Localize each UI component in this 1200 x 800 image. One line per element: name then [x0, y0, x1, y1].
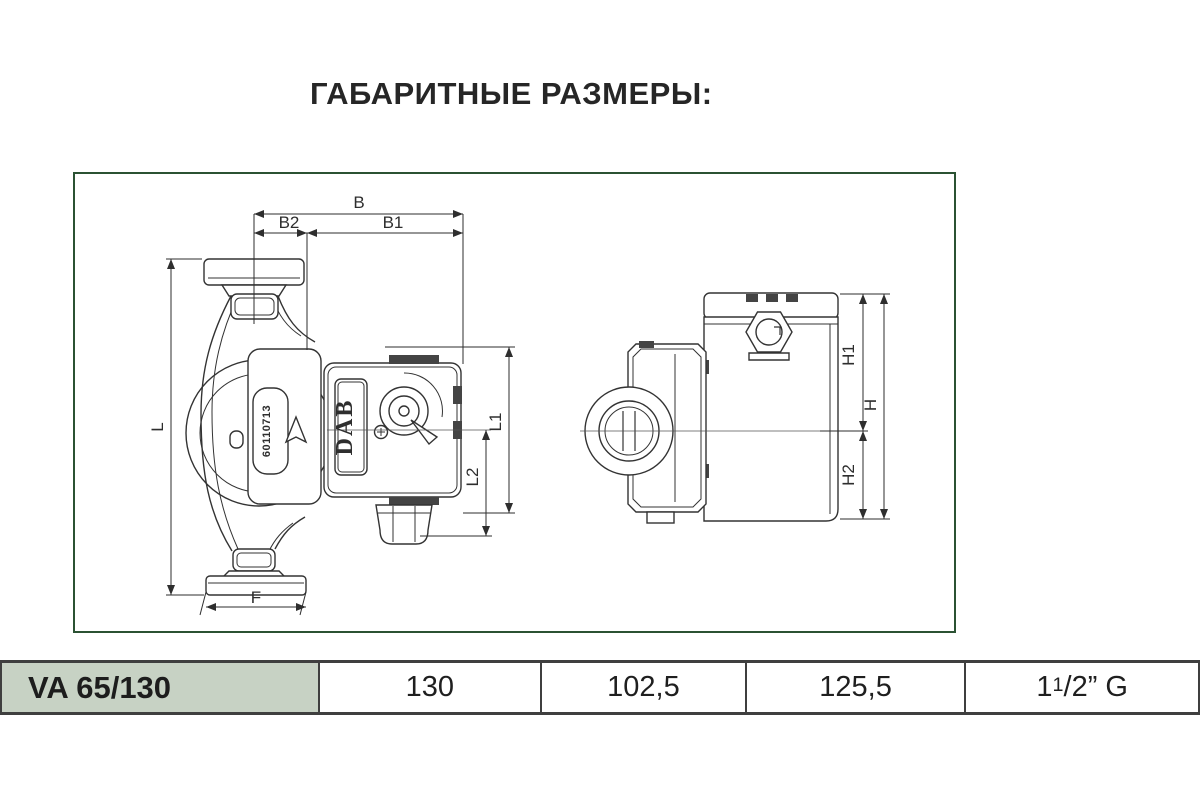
bottom-flange	[205, 575, 307, 596]
motor-body-side	[703, 316, 839, 522]
dim-label-l: L	[148, 422, 167, 431]
connection-rest: /2” G	[1063, 671, 1128, 703]
dimension-table: VA 65/130 130 102,5 125,5 1 1/2” G	[0, 660, 1200, 715]
value-cell-h1: 125,5	[746, 663, 967, 712]
bottom-union-nut	[232, 548, 276, 572]
drawing-frame: B B2 B1 L L1 L2 F H1 H H2 60110713 DAB	[73, 172, 956, 633]
dim-label-b1: B1	[383, 213, 404, 232]
dim-label-h: H	[861, 399, 880, 411]
side-view-dimensions	[820, 293, 890, 520]
housing-foot	[646, 511, 675, 524]
cable-gland	[375, 504, 433, 545]
value-cell-connection: 1 1/2” G	[966, 663, 1200, 712]
dim-label-b: B	[353, 193, 364, 212]
page-title: ГАБАРИТНЫЕ РАЗМЕРЫ:	[310, 76, 713, 111]
dim-label-h1: H1	[839, 344, 858, 366]
dim-label-l1: L1	[486, 413, 505, 432]
value-cell-b: 130	[319, 663, 543, 712]
knob-pointer	[410, 419, 439, 446]
pipe-outline	[200, 295, 233, 552]
motor-top-tab	[389, 355, 439, 364]
model-cell: VA 65/130	[2, 663, 320, 712]
dim-label-h2: H2	[839, 464, 858, 486]
front-view	[185, 258, 491, 596]
brand-plate	[334, 378, 368, 476]
connection-prefix: 1	[1036, 671, 1053, 703]
side-view	[580, 292, 839, 524]
dim-label-f: F	[251, 588, 261, 607]
serial-number-text: 60110713	[261, 405, 273, 457]
brand-logo-text: DAB	[332, 399, 358, 456]
dim-label-l2: L2	[463, 468, 482, 487]
serial-plate	[252, 387, 289, 475]
flow-arrow-icon	[284, 415, 308, 444]
dim-label-b2: B2	[279, 213, 300, 232]
front-view-dimensions	[166, 210, 515, 616]
value-cell-l1: 102,5	[542, 663, 747, 712]
motor-bottom-tab	[389, 497, 439, 505]
connection-sup: 1	[1052, 674, 1064, 696]
pump-dimensional-drawing: B B2 B1 L L1 L2 F H1 H H2 60110713 DAB	[148, 193, 890, 616]
